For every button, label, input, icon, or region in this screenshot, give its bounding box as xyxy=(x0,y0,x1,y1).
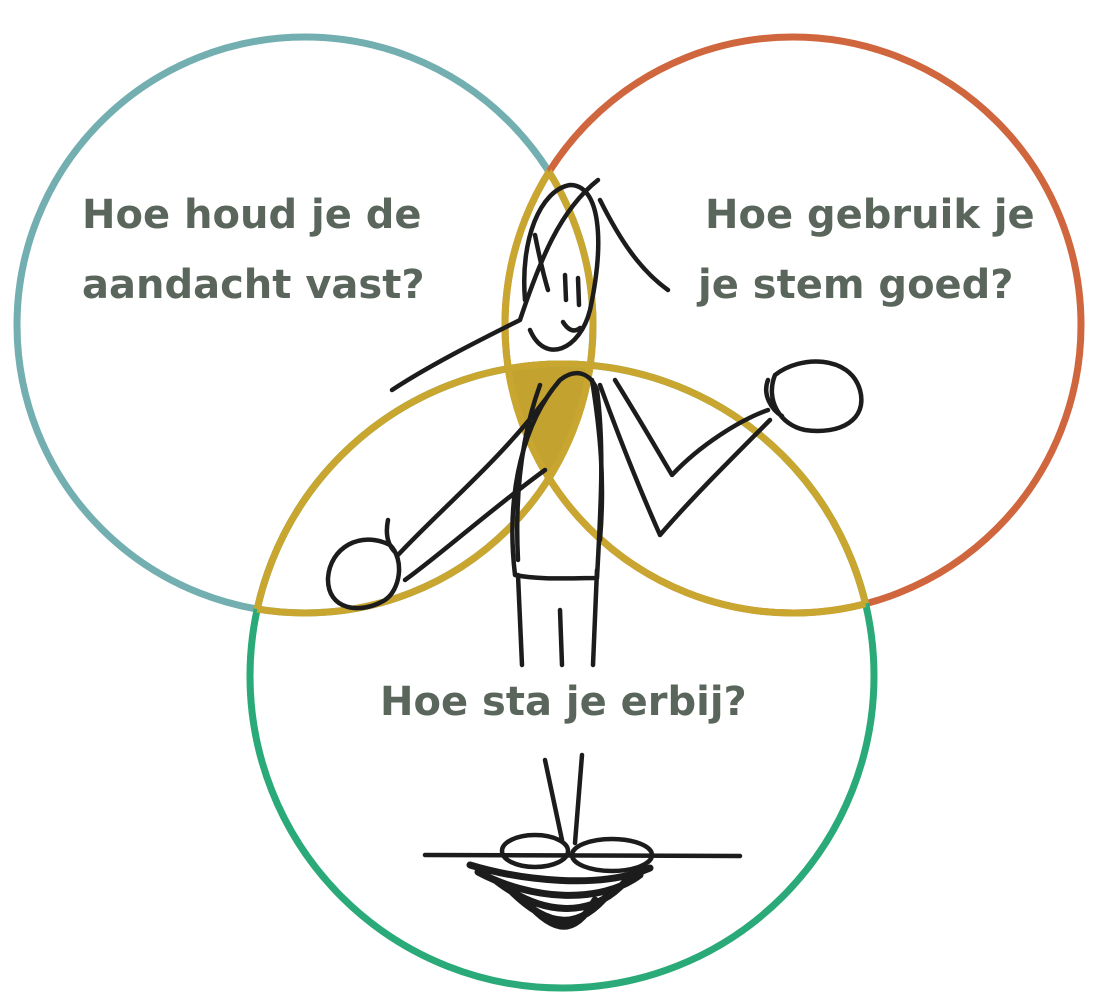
left-arm xyxy=(398,400,545,580)
lower-legs xyxy=(545,755,582,843)
face-mouth xyxy=(563,322,580,330)
ground-line xyxy=(425,855,740,856)
label-right-line-1: Hoe gebruik je xyxy=(705,192,1035,238)
left-fist xyxy=(328,520,399,608)
ground-shadow xyxy=(470,865,650,926)
left-foot xyxy=(502,835,568,867)
label-right: Hoe gebruik je je stem goed? xyxy=(696,192,1035,308)
right-fist xyxy=(766,361,861,430)
label-left-line-1: Hoe houd je de xyxy=(82,192,422,238)
upper-legs xyxy=(518,570,597,665)
label-bottom-text: Hoe sta je erbij? xyxy=(380,679,747,725)
label-right-line-2: je stem goed? xyxy=(696,262,1014,308)
label-left: Hoe houd je de aandacht vast? xyxy=(82,192,425,308)
right-arm xyxy=(600,380,770,535)
label-left-line-2: aandacht vast? xyxy=(82,262,425,308)
face-eyes xyxy=(565,275,579,305)
label-bottom: Hoe sta je erbij? xyxy=(380,679,747,725)
